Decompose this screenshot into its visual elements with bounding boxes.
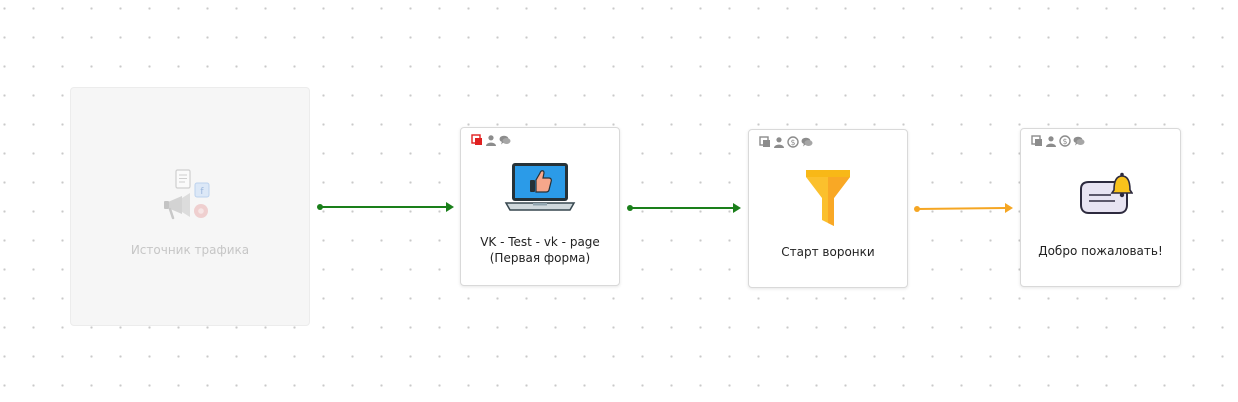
copy-icon[interactable] xyxy=(759,136,771,148)
node-traffic-source[interactable]: f Источник трафика xyxy=(70,87,310,326)
node-badges: $ xyxy=(759,136,813,148)
funnel-icon xyxy=(806,170,850,226)
megaphone-social-icon: f xyxy=(164,169,210,220)
node-label: Источник трафика xyxy=(130,243,250,257)
node-funnel-start[interactable]: $ Старт воронки xyxy=(748,129,908,288)
connector-funnel-to-welcome[interactable] xyxy=(914,203,1013,213)
connector-source-to-vk[interactable] xyxy=(317,202,454,212)
user-icon[interactable] xyxy=(773,136,785,148)
node-label-line2: (Первая форма) xyxy=(489,251,591,265)
connector-vk-to-funnel[interactable] xyxy=(627,203,741,213)
chat-bell-icon xyxy=(1079,172,1133,214)
comment-icon[interactable] xyxy=(801,136,813,148)
copy-icon[interactable] xyxy=(1031,135,1043,147)
user-icon[interactable] xyxy=(1045,135,1057,147)
node-label-line1: VK - Test - vk - page xyxy=(480,235,600,249)
node-vk-form[interactable]: VK - Test - vk - page (Первая форма) xyxy=(460,127,620,286)
comment-icon[interactable] xyxy=(1073,135,1085,147)
svg-text:$: $ xyxy=(791,138,796,147)
node-label: Старт воронки xyxy=(781,245,875,259)
coin-icon[interactable]: $ xyxy=(1059,135,1071,147)
node-badges xyxy=(471,134,511,146)
copy-icon[interactable] xyxy=(471,134,483,146)
svg-text:f: f xyxy=(200,187,204,197)
comment-icon[interactable] xyxy=(499,134,511,146)
user-icon[interactable] xyxy=(485,134,497,146)
coin-icon[interactable]: $ xyxy=(787,136,799,148)
node-badges: $ xyxy=(1031,135,1085,147)
node-welcome[interactable]: $ Добро пожаловать! xyxy=(1020,128,1181,287)
laptop-thumbs-up-icon xyxy=(504,163,576,211)
node-label: Добро пожаловать! xyxy=(1038,244,1163,258)
svg-text:$: $ xyxy=(1063,137,1068,146)
